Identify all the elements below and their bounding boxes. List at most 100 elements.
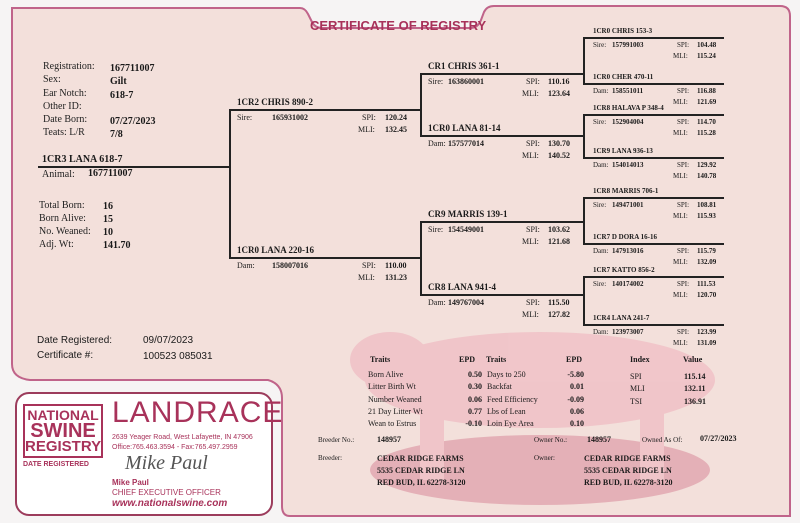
label-date-born: Date Born: [43, 114, 88, 126]
ancestor-id: 123973007 [612, 328, 644, 336]
label-teats: Teats: L/R [43, 127, 85, 139]
index-value: 132.11 [684, 384, 706, 394]
ancestor-name: 1CR8 HALAVA P 348-4 [593, 104, 664, 112]
mli-label: MLI: [522, 310, 539, 319]
ancestor-name: 1CR7 KATTO 856-2 [593, 266, 655, 274]
ancestor-id: 154014013 [612, 161, 644, 169]
value-sex: Gilt [110, 76, 127, 88]
label-no-weaned: No. Weaned: [39, 226, 91, 237]
breeder-no: 148957 [377, 435, 401, 444]
spi-label: SPI: [677, 247, 690, 255]
mli-value: 115.93 [697, 212, 716, 220]
ancestor-name: 1CR0 LANA 220-16 [237, 245, 315, 255]
trait-epd: 0.01 [570, 382, 584, 392]
spi-value: 123.99 [697, 328, 717, 336]
value-teats: 7/8 [110, 129, 123, 141]
header-value: Value [683, 355, 703, 364]
trait-name: Days to 250 [487, 370, 526, 379]
mli-value: 115.28 [697, 129, 716, 137]
ancestor-role: Sire: [593, 41, 607, 49]
mli-value: 115.24 [697, 52, 716, 60]
mli-label: MLI: [673, 172, 688, 180]
spi-label: SPI: [677, 161, 690, 169]
mli-value: 120.70 [697, 291, 717, 299]
mli-value: 131.09 [697, 339, 717, 347]
spi-value: 108.81 [697, 201, 717, 209]
ancestor-role: Dam: [593, 87, 609, 95]
spi-value: 120.24 [385, 113, 407, 122]
label-born-alive: Born Alive: [39, 213, 86, 224]
ancestor-role: Sire: [237, 113, 253, 122]
ancestor-role: Dam: [237, 261, 255, 270]
spi-label: SPI: [677, 41, 690, 49]
mli-label: MLI: [673, 98, 688, 106]
value-registration: 167711007 [110, 63, 155, 74]
ancestor-name: 1CR7 D DORA 16-16 [593, 233, 657, 241]
ancestor-name: 1CR0 LANA 81-14 [428, 123, 501, 133]
ancestor-name: 1CR0 CHRIS 153-3 [593, 27, 653, 35]
ancestor-role: Sire: [593, 201, 607, 209]
spi-value: 103.62 [548, 225, 570, 234]
animal-id: 167711007 [88, 168, 133, 179]
certificate-title: CERTIFICATE OF REGISTRY [310, 18, 487, 33]
spi-value: 115.79 [697, 247, 716, 255]
ancestor-role: Dam: [593, 328, 609, 336]
ancestor-role: Dam: [593, 161, 609, 169]
breeder-no-label: Breeder No.: [318, 436, 355, 444]
ancestor-id: 163860001 [448, 77, 484, 86]
breeder-label: Breeder: [318, 454, 343, 462]
ancestor-id: 154549001 [448, 225, 484, 234]
mli-label: MLI: [673, 291, 688, 299]
mli-value: 132.45 [385, 125, 407, 134]
trait-name: Born Alive [368, 370, 404, 379]
value-adj-wt: 141.70 [103, 240, 131, 251]
trait-name: Loin Eye Area [487, 419, 534, 429]
ancestor-id: 157577014 [448, 139, 484, 148]
ancestor-id: 147913016 [612, 247, 644, 255]
trait-name: Wean to Estrus [368, 419, 417, 429]
date-registered-stamp: DATE REGISTERED [23, 461, 89, 468]
mli-value: 140.78 [697, 172, 717, 180]
spi-value: 130.70 [548, 139, 570, 148]
breed-name: LANDRACE [112, 396, 284, 429]
mli-value: 127.82 [548, 310, 570, 319]
ancestor-id: 140174002 [612, 280, 644, 288]
value-born-alive: 15 [103, 214, 113, 225]
spi-value: 115.50 [548, 298, 570, 307]
label-registration: Registration: [43, 61, 95, 72]
spi-label: SPI: [677, 280, 690, 288]
owned-as-of-label: Owned As Of: [642, 436, 683, 444]
registry-phone: Office:765.463.3594 - Fax:765.497.2959 [112, 444, 238, 451]
spi-label: SPI: [526, 139, 540, 148]
trait-epd: 0.50 [468, 370, 482, 379]
ancestor-name: CR9 MARRIS 139-1 [428, 209, 508, 219]
mli-label: MLI: [522, 151, 539, 160]
spi-value: 116.88 [697, 87, 716, 95]
value-other-id [110, 102, 156, 115]
animal-label: Animal: [42, 169, 75, 180]
trait-name: Lbs of Lean [487, 406, 526, 416]
spi-label: SPI: [677, 87, 690, 95]
spi-label: SPI: [362, 261, 376, 270]
trait-epd: 0.30 [468, 382, 482, 392]
website-link[interactable]: www.nationalswine.com [112, 498, 228, 509]
signer-name: Mike Paul [112, 478, 149, 487]
owner-no-label: Owner No.: [534, 436, 568, 444]
ancestor-id: 165931002 [272, 113, 308, 122]
header-traits-2: Traits [486, 355, 507, 364]
owner-label: Owner: [534, 454, 555, 462]
trait-epd: -5.80 [567, 370, 584, 379]
ancestor-id: 152904004 [612, 118, 644, 126]
trait-epd: -0.10 [465, 419, 482, 429]
trait-epd: 0.06 [468, 394, 482, 404]
mli-value: 132.09 [697, 258, 717, 266]
trait-name: 21 Day Litter Wt [368, 406, 423, 416]
label-sex: Sex: [43, 74, 61, 86]
index-value: 136.91 [684, 396, 706, 406]
index-name: TSI [630, 396, 642, 406]
label-other-id: Other ID: [43, 100, 82, 112]
date-registered-label: Date Registered: [37, 335, 113, 346]
date-registered-value: 09/07/2023 [143, 335, 194, 346]
ancestor-role: Sire: [593, 118, 607, 126]
